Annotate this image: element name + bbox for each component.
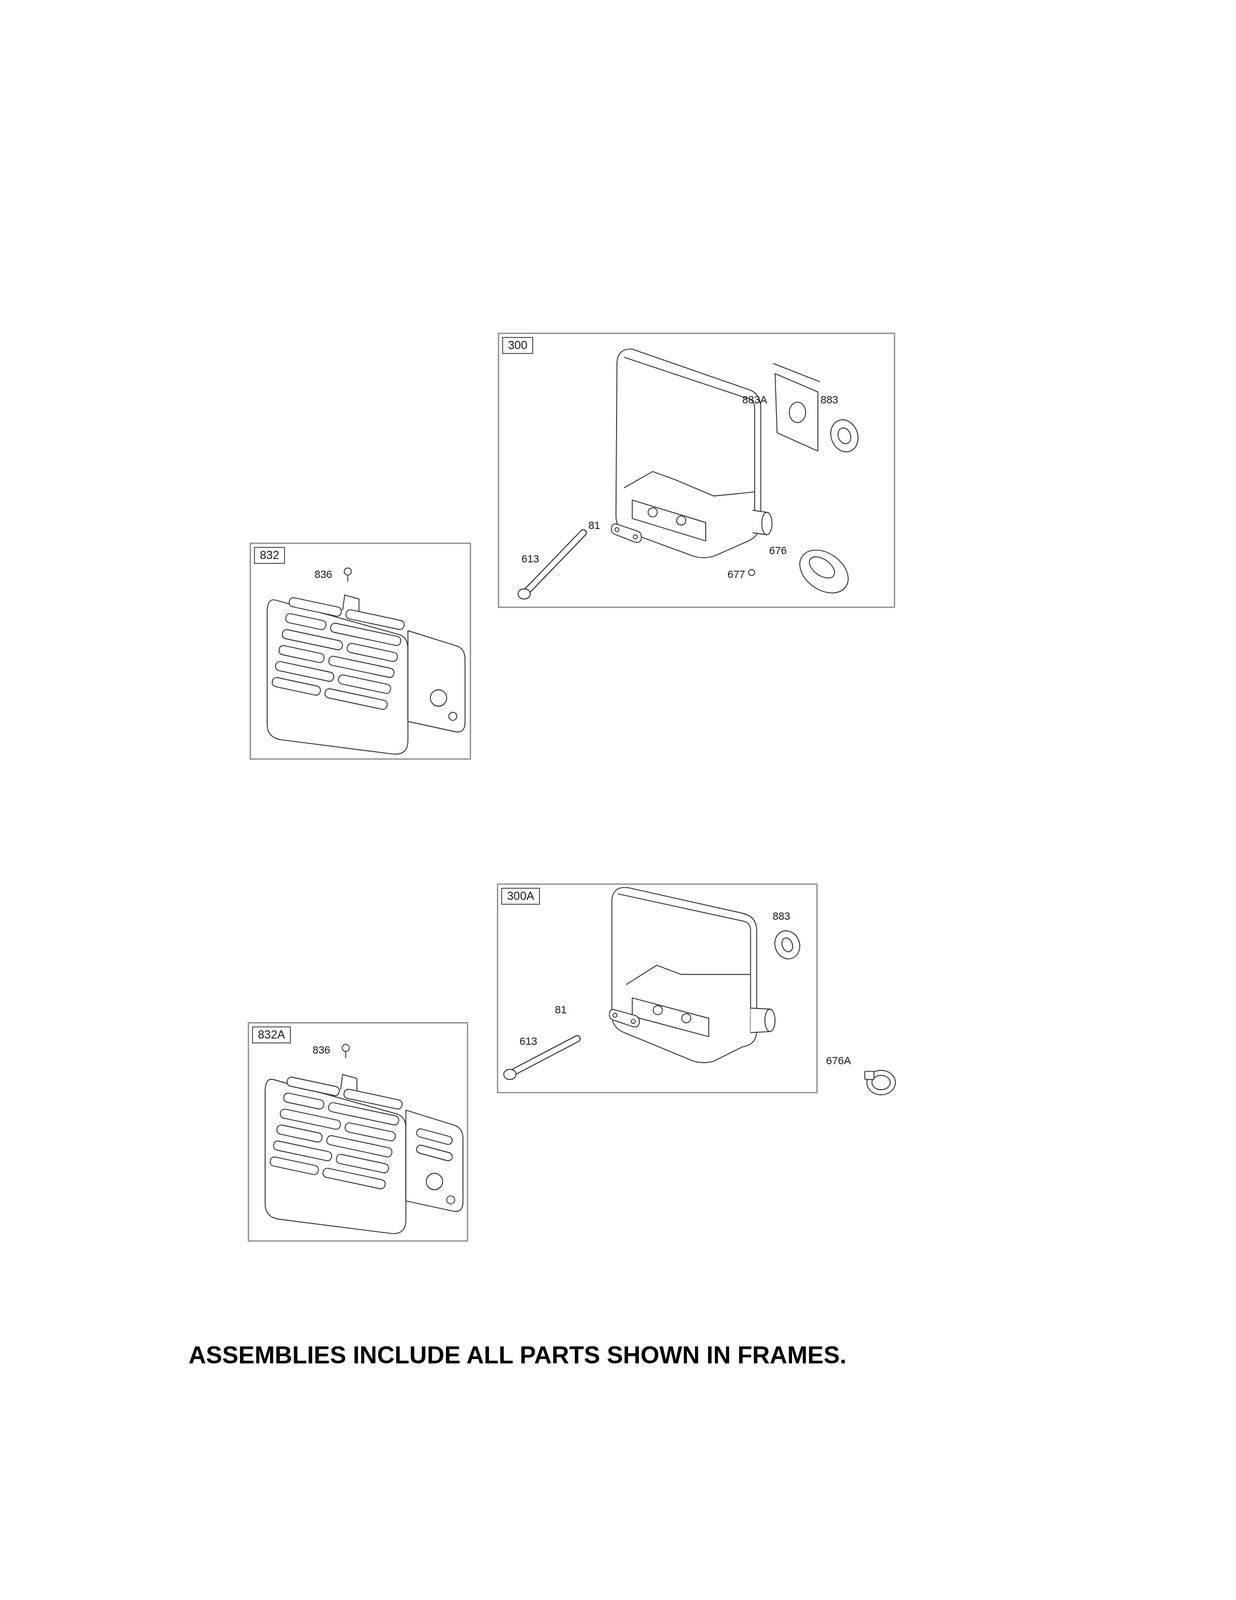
bolt: [503, 1038, 577, 1079]
muffler-guard: [267, 594, 465, 754]
lock-link: [611, 523, 642, 543]
assembly-number: 832: [253, 546, 286, 564]
callout-number: 81: [588, 519, 601, 532]
callout-number: 613: [519, 1035, 538, 1047]
bolt: [518, 532, 584, 600]
assembly-frame: 832A: [247, 1021, 469, 1242]
muffler: [616, 348, 773, 558]
callout-number: 883A: [742, 394, 767, 406]
callout-number: 676: [769, 544, 788, 557]
callout-number: 883: [772, 910, 791, 922]
gasket: [826, 415, 863, 456]
assembly-number: 300A: [501, 887, 540, 905]
callout-number: 81: [554, 1003, 567, 1016]
clamp: [864, 1070, 896, 1095]
assembly-number: 832A: [252, 1026, 291, 1044]
deflector: [791, 540, 856, 602]
screw: [748, 569, 755, 576]
heat-shield-plate: [773, 363, 821, 452]
callout-number: 836: [312, 1044, 331, 1056]
assembly-frame: 300A: [496, 883, 818, 1094]
assembly-number: 300: [502, 336, 534, 354]
assembly-frame: 300: [497, 332, 896, 608]
callout-number: 676A: [825, 1054, 851, 1067]
assembly-frame: 832: [249, 542, 472, 760]
gasket: [770, 926, 804, 963]
lock-link: [609, 1009, 640, 1027]
callout-number: 677: [727, 568, 746, 581]
caption: ASSEMBLIES INCLUDE ALL PARTS SHOWN IN FR…: [188, 1340, 847, 1369]
callout-number: 613: [521, 553, 540, 565]
callout-number: 836: [314, 568, 333, 581]
screw: [342, 567, 352, 1058]
muffler-guard: [265, 1074, 463, 1234]
muffler: [611, 887, 776, 1062]
callout-number: 883: [820, 394, 839, 406]
